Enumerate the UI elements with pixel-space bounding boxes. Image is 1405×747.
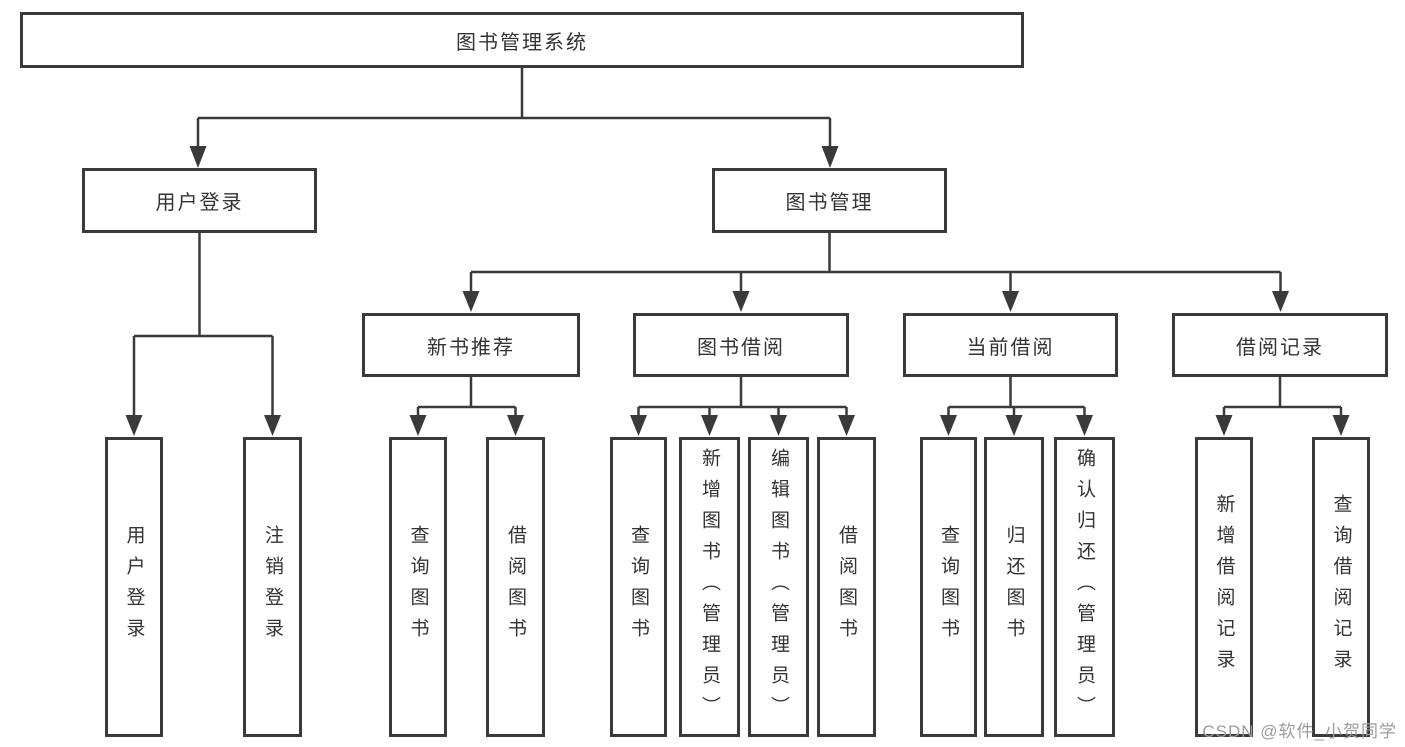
edge-borrowing-records-branch: [1222, 377, 1343, 417]
arrowhead-cb-return-books: [1005, 415, 1023, 436]
arrowhead-to-book-management: [821, 146, 839, 168]
node-label: 图书借阅: [697, 336, 785, 359]
node-book-borrowing: 图书借阅: [633, 313, 849, 377]
arrowhead-to-leaf-logout: [264, 415, 281, 436]
edges-new-book-recommendation-to-leaves: [409, 377, 524, 436]
arrowhead-cb-query-books: [940, 415, 957, 436]
leaf-label: 查询借阅记录: [1330, 494, 1352, 680]
arrowhead-nbr-query-books: [409, 415, 427, 436]
node-label: 用户登录: [155, 192, 244, 214]
arrowhead-bb-borrow-books: [838, 415, 855, 436]
node-library-management-system: 图书管理系统: [20, 12, 1024, 68]
arrowhead-to-book-borrowing: [732, 291, 750, 312]
arrowhead-br-query-record: [1332, 415, 1350, 436]
edge-book-management-branch: [469, 233, 1282, 293]
node-current-borrowing: 当前借阅: [903, 313, 1118, 377]
edge-user-login-branch: [132, 233, 274, 417]
leaf-label: 查询图书: [628, 525, 649, 649]
leaf-label: 新增图书（管理员）: [699, 447, 720, 727]
leaf-user-login: 用户登录: [105, 437, 163, 737]
node-borrowing-records: 借阅记录: [1172, 313, 1388, 377]
leaf-logout-login: 注销登录: [243, 437, 302, 737]
node-label: 图书管理系统: [456, 31, 588, 54]
arrowhead-to-borrowing-records: [1272, 291, 1289, 312]
arrowhead-nbr-borrow-books: [507, 415, 524, 436]
leaf-bb-borrow-books: 借阅图书: [817, 437, 876, 737]
leaf-cb-confirm-return-admin: 确认归还（管理员）: [1054, 437, 1115, 737]
leaf-label: 确认归还（管理员）: [1074, 447, 1095, 727]
edge-book-borrowing-branch: [637, 377, 848, 417]
leaf-br-query-borrow-record: 查询借阅记录: [1312, 437, 1370, 737]
arrowhead-to-new-book-recommendation: [462, 291, 480, 312]
arrowhead-cb-confirm-return: [1076, 415, 1093, 436]
edges-book-borrowing-to-leaves: [630, 377, 855, 436]
node-book-management: 图书管理: [712, 168, 947, 233]
csdn-watermark: CSDN @软件_小贺同学: [1202, 722, 1397, 741]
node-label: 当前借阅: [966, 336, 1055, 359]
node-label: 新书推荐: [427, 336, 515, 359]
edges-book-management-to-level3: [462, 233, 1289, 312]
arrowhead-bb-add-books: [701, 415, 718, 436]
leaf-label: 用户登录: [123, 525, 145, 649]
leaf-bb-add-books-admin: 新增图书（管理员）: [679, 437, 740, 737]
edge-root-branch: [196, 68, 832, 148]
node-user-login: 用户登录: [82, 168, 317, 233]
arrowhead-br-add-record: [1215, 415, 1233, 436]
leaf-cb-return-books: 归还图书: [984, 437, 1044, 737]
edge-current-borrowing-branch: [947, 377, 1086, 417]
edges-user-login-to-leaves: [125, 233, 281, 436]
node-label: 借阅记录: [1236, 336, 1324, 359]
leaf-label: 新增借阅记录: [1213, 494, 1235, 680]
edge-new-book-recommendation-branch: [416, 377, 517, 417]
leaf-label: 借阅图书: [505, 525, 526, 649]
node-label: 图书管理: [785, 192, 874, 214]
arrowhead-to-user-login: [189, 146, 207, 168]
leaf-cb-query-books: 查询图书: [920, 437, 977, 737]
leaf-br-add-borrow-record: 新增借阅记录: [1195, 437, 1253, 737]
leaf-bb-edit-books-admin: 编辑图书（管理员）: [748, 437, 809, 737]
arrowhead-bb-query-books: [630, 415, 647, 436]
leaf-label: 查询图书: [938, 525, 959, 649]
leaf-label: 注销登录: [262, 525, 283, 649]
edges-borrowing-records-to-leaves: [1215, 377, 1350, 436]
leaf-label: 借阅图书: [836, 525, 857, 649]
leaf-label: 查询图书: [407, 525, 429, 649]
leaf-label: 编辑图书（管理员）: [768, 447, 789, 727]
arrowhead-bb-edit-books: [770, 415, 787, 436]
edges-current-borrowing-to-leaves: [940, 377, 1093, 436]
leaf-label: 归还图书: [1003, 525, 1025, 649]
leaf-nbr-query-books: 查询图书: [389, 437, 447, 737]
leaf-nbr-borrow-books: 借阅图书: [486, 437, 545, 737]
arrowhead-to-leaf-user-login: [125, 415, 143, 436]
node-new-book-recommendation: 新书推荐: [362, 313, 580, 377]
edges-root-to-level2: [189, 68, 839, 168]
leaf-bb-query-books: 查询图书: [610, 437, 667, 737]
arrowhead-to-current-borrowing: [1002, 291, 1019, 312]
